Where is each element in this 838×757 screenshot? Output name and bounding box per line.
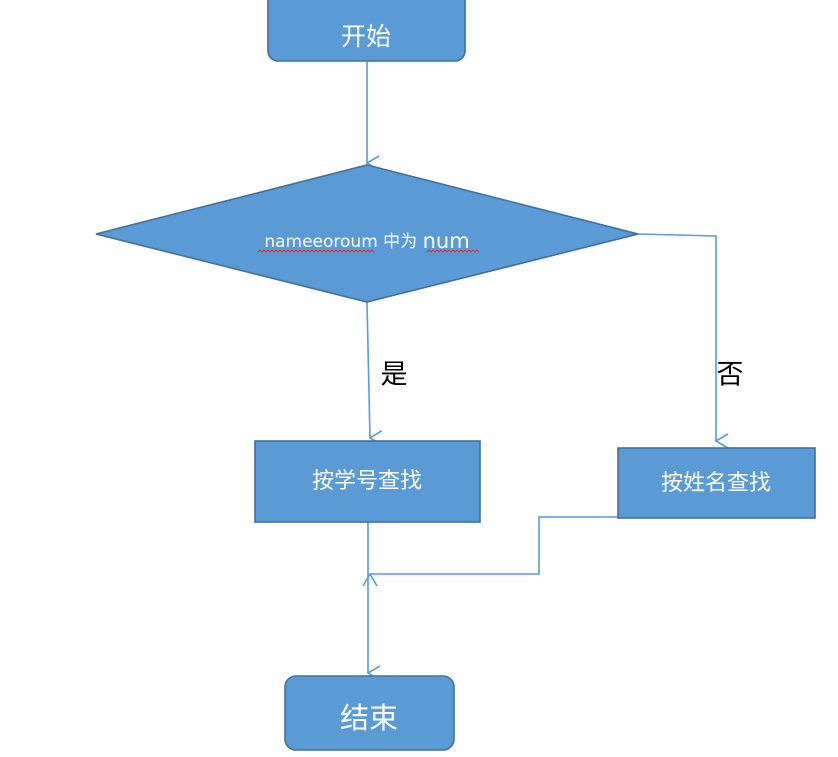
spellcheck-underline-1 (257, 249, 375, 253)
decision-node-label: nameeoroum 中为 num (264, 229, 469, 253)
decision-label-part3: num (423, 229, 470, 253)
end-node-label: 结束 (340, 701, 398, 735)
end-node: 结束 (284, 675, 455, 751)
start-node: 开始 (267, 0, 466, 62)
decision-node: nameeoroum 中为 num (95, 164, 639, 303)
spellcheck-underline-2 (426, 249, 480, 253)
edge-label-yes: 是 (381, 360, 408, 391)
start-node-label: 开始 (341, 22, 391, 51)
edge-by-name-to-merge (370, 516, 714, 574)
search-by-id-label: 按学号查找 (312, 469, 422, 494)
edge-label-no: 否 (717, 360, 744, 391)
search-by-id-node: 按学号查找 (254, 440, 481, 523)
edge-decision-to-by-name (637, 233, 716, 441)
search-by-name-label: 按姓名查找 (661, 471, 771, 496)
decision-label-part1: nameeoroum (264, 232, 377, 252)
edge-decision-to-by-id (366, 301, 370, 438)
search-by-name-node: 按姓名查找 (617, 447, 816, 519)
connectors (367, 61, 716, 673)
decision-label-part2: 中为 (378, 232, 423, 252)
